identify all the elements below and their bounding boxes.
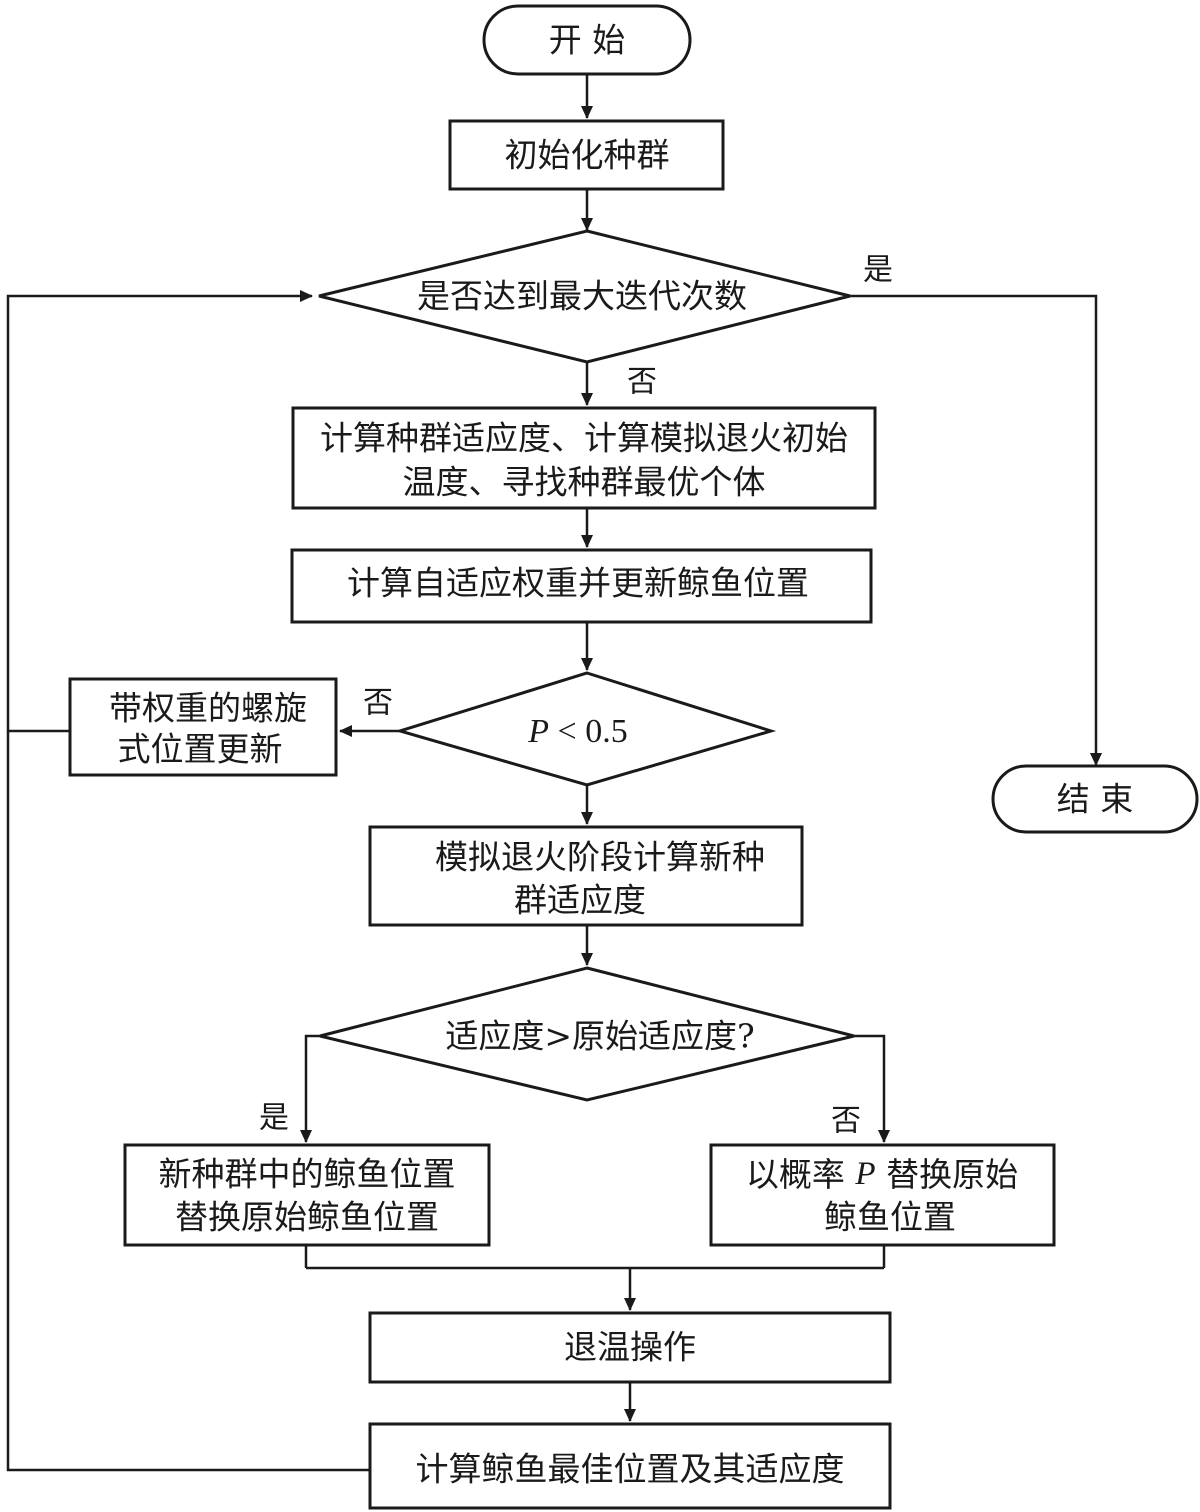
annealing-label: 退温操作	[564, 1328, 696, 1367]
sa-box	[368, 825, 804, 927]
edge-spiral-loop-back	[6, 290, 313, 733]
edge-labels: 是 否 否 是 否	[259, 253, 893, 1139]
edge-compare-no	[854, 1034, 890, 1143]
sa-label-line1: 模拟退火阶段计算新种	[435, 838, 765, 877]
p-variable: P	[527, 713, 549, 750]
end-label: 结 束	[1057, 780, 1134, 819]
end-terminal	[991, 764, 1199, 834]
compare-label: 适应度>原始适应度?	[445, 1017, 754, 1056]
node-spiral: 带权重的螺旋 式位置更新	[68, 677, 338, 777]
replace-prob-label-line2: 鲸鱼位置	[824, 1198, 956, 1237]
best-box	[368, 1422, 892, 1510]
node-start: 开 始	[482, 4, 692, 76]
edge-maxiter-yes-to-end	[850, 294, 1102, 766]
init-label: 初始化种群	[505, 136, 670, 175]
node-adaptive-weight: 计算自适应权重并更新鲸鱼位置	[290, 548, 873, 624]
node-p-check: P < 0.5	[394, 671, 777, 787]
start-terminal	[482, 4, 692, 76]
spiral-box	[68, 677, 338, 777]
fitness-box	[291, 406, 877, 510]
best-label: 计算鲸鱼最佳位置及其适应度	[416, 1450, 845, 1489]
replace-new-box	[123, 1143, 491, 1247]
node-end: 结 束	[991, 764, 1199, 834]
replace-prob-label-line1: 以概率 P 替换原始	[746, 1155, 1018, 1194]
replace-prob-text-b: 替换原始	[876, 1155, 1019, 1194]
max-iter-diamond	[318, 229, 851, 364]
node-annealing: 退温操作	[368, 1311, 892, 1384]
node-init: 初始化种群	[448, 119, 725, 191]
p-check-label: P < 0.5	[527, 713, 627, 750]
start-label: 开 始	[549, 21, 626, 60]
node-replace-new: 新种群中的鲸鱼位置 替换原始鲸鱼位置	[123, 1143, 491, 1247]
adaptive-weight-label: 计算自适应权重并更新鲸鱼位置	[347, 564, 809, 603]
node-fitness: 计算种群适应度、计算模拟退火初始 温度、寻找种群最优个体	[291, 406, 877, 510]
fitness-label-line1: 计算种群适应度、计算模拟退火初始	[320, 419, 848, 458]
node-max-iter: 是否达到最大迭代次数	[318, 229, 851, 364]
node-replace-prob: 以概率 P 替换原始 鲸鱼位置	[709, 1143, 1056, 1247]
edge-best-loop-back	[6, 731, 370, 1472]
spiral-label-line2: 式位置更新	[118, 730, 283, 769]
spiral-label-line1: 带权重的螺旋	[109, 689, 307, 728]
fitness-label-line2: 温度、寻找种群最优个体	[403, 463, 766, 502]
max-iter-no-label: 否	[627, 365, 657, 400]
p-condition: < 0.5	[549, 713, 628, 750]
max-iter-label: 是否达到最大迭代次数	[417, 277, 747, 316]
replace-prob-box	[709, 1143, 1056, 1247]
adaptive-weight-box	[290, 548, 873, 624]
replace-new-label-line1: 新种群中的鲸鱼位置	[159, 1155, 456, 1194]
replace-new-label-line2: 替换原始鲸鱼位置	[175, 1198, 439, 1237]
node-compare: 适应度>原始适应度?	[319, 966, 855, 1102]
node-best: 计算鲸鱼最佳位置及其适应度	[368, 1422, 892, 1510]
compare-diamond	[319, 966, 855, 1102]
annealing-box	[368, 1311, 892, 1384]
replace-prob-p-variable: P	[854, 1156, 875, 1192]
max-iter-yes-label: 是	[863, 253, 893, 288]
init-box	[448, 119, 725, 191]
edges	[6, 74, 1102, 1472]
p-no-label: 否	[363, 686, 393, 721]
node-sa: 模拟退火阶段计算新种 群适应度	[368, 825, 804, 927]
replace-prob-text-a: 以概率	[746, 1155, 856, 1194]
compare-yes-label: 是	[259, 1101, 289, 1136]
p-check-diamond	[394, 671, 777, 787]
edge-compare-yes	[300, 1034, 320, 1143]
compare-no-label: 否	[831, 1104, 861, 1139]
sa-label-line2: 群适应度	[514, 881, 646, 920]
